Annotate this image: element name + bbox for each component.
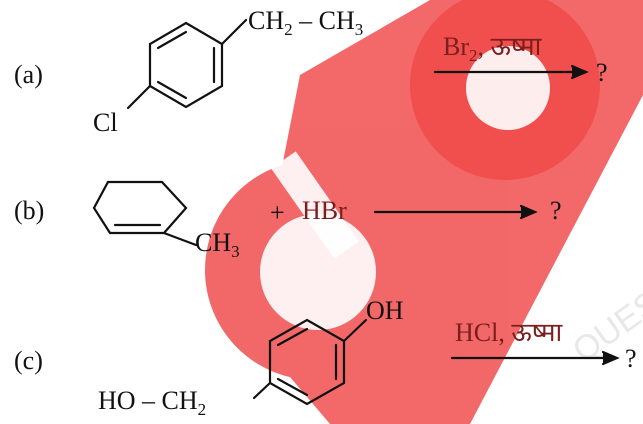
reagent-a: Br2, ऊष्मा — [443, 32, 542, 65]
ring-c-double-1 — [276, 327, 309, 347]
arrow-a-head — [570, 64, 589, 80]
benzene-ring-a — [148, 21, 224, 109]
chloro-group-a: Cl — [93, 108, 118, 137]
hydroxymethyl-group-c: HO – CH2 — [98, 386, 207, 419]
product-b: ? — [550, 196, 562, 225]
reagent-c: HCl, ऊष्मा — [455, 318, 563, 347]
bond-c-ch2 — [252, 381, 272, 400]
label-a: (a) — [14, 60, 43, 89]
bond-c-oh — [342, 318, 368, 343]
benzene-ring-c — [268, 318, 346, 406]
hydroxyl-group-c: OH — [366, 296, 404, 325]
methyl-group-b: CH3 — [195, 228, 240, 261]
product-c: ? — [625, 344, 637, 373]
reagent-b: HBr — [302, 196, 347, 225]
label-c: (c) — [14, 346, 43, 375]
product-a: ? — [596, 58, 608, 87]
ring-a-double-1 — [156, 30, 188, 50]
bond-b-methyl — [162, 231, 198, 247]
arrow-c-head — [601, 350, 620, 366]
ring-a-double-3 — [156, 80, 188, 100]
plus-sign-b: + — [270, 198, 285, 227]
arrow-b-head — [519, 204, 538, 220]
bond-a-cl — [126, 84, 152, 110]
bond-a-ethyl — [220, 18, 248, 46]
label-b: (b) — [14, 196, 45, 225]
ethyl-group-a: CH2 – CH3 — [248, 6, 364, 39]
ring-c-double-3 — [276, 377, 309, 397]
